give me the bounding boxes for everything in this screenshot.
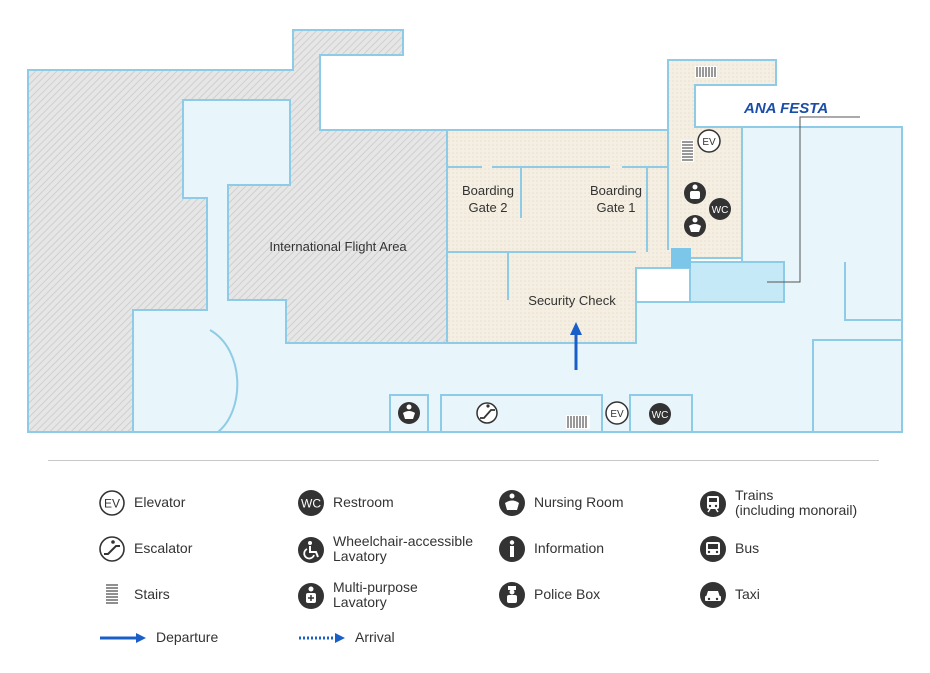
legend-taxi: Taxi [699,582,760,609]
legend-stairs: Stairs [98,584,170,609]
ana-festa-shop[interactable]: ANA FESTA [671,100,860,303]
stairs-icon [681,140,694,162]
terminal-floor-map: International Flight Area Boarding Gate … [27,29,903,433]
nursing-room-icon [498,489,526,517]
stairs-icon [566,415,590,429]
train-icon [699,490,727,518]
multi-purpose-lavatory-icon [684,182,706,204]
international-area-label: International Flight Area [269,239,407,254]
legend-divider [48,460,879,461]
ana-festa-label: ANA FESTA [743,100,828,117]
escalator-icon [98,535,126,563]
legend-escalator: Escalator [98,536,192,563]
bus-icon [699,535,727,563]
departure-zone: Boarding Gate 2 Boarding Gate 1 Security… [446,59,777,344]
legend-police: Police Box [498,582,600,609]
legend-nursing: Nursing Room [498,490,623,517]
svg-text:EV: EV [702,137,716,148]
taxi-icon [699,581,727,609]
svg-text:WC: WC [652,410,669,421]
svg-text:WC: WC [712,205,729,216]
departure-arrow-icon [98,624,148,652]
escalator-icon [476,402,498,424]
svg-text:EV: EV [104,497,120,511]
legend-bus: Bus [699,536,759,563]
svg-text:EV: EV [610,409,624,420]
gate1-label-line2: Gate 1 [596,200,635,215]
nursing-room-icon [398,402,420,424]
legend-trains: Trains (including monorail) [699,488,857,518]
restroom-icon: WC [709,198,731,220]
security-check-label: Security Check [528,293,616,308]
gate2-label-line1: Boarding [462,183,514,198]
information-icon [498,535,526,563]
map-legend: EV Elevator Escalator Stairs Departure W… [0,470,930,670]
restroom-icon: WC [649,403,671,425]
wheelchair-icon [297,536,325,564]
elevator-icon: EV [605,401,629,425]
stairs-icon [98,581,126,609]
legend-restroom: WC Restroom [297,490,394,517]
multi-purpose-lavatory-icon [297,582,325,610]
right-hall-walls [209,262,902,433]
legend-multipurpose: Multi-purpose Lavatory [297,580,418,610]
legend-departure: Departure [98,630,218,652]
legend-information: Information [498,536,604,563]
elevator-icon: EV [98,489,126,517]
departure-arrow [570,322,582,370]
police-box-icon [498,581,526,609]
nursing-room-icon [684,215,706,237]
legend-arrival: Arrival [297,630,395,652]
restroom-icon: WC [297,489,325,517]
international-flight-area: International Flight Area [27,29,448,433]
gate1-label-line1: Boarding [590,183,642,198]
legend-elevator: EV Elevator [98,490,185,517]
svg-text:WC: WC [301,497,321,511]
gate2-label-line2: Gate 2 [468,200,507,215]
stairs-icon [695,66,717,78]
legend-wheelchair: Wheelchair-accessible Lavatory [297,534,473,564]
arrival-arrow-icon [297,624,347,652]
elevator-icon: EV [697,129,721,153]
